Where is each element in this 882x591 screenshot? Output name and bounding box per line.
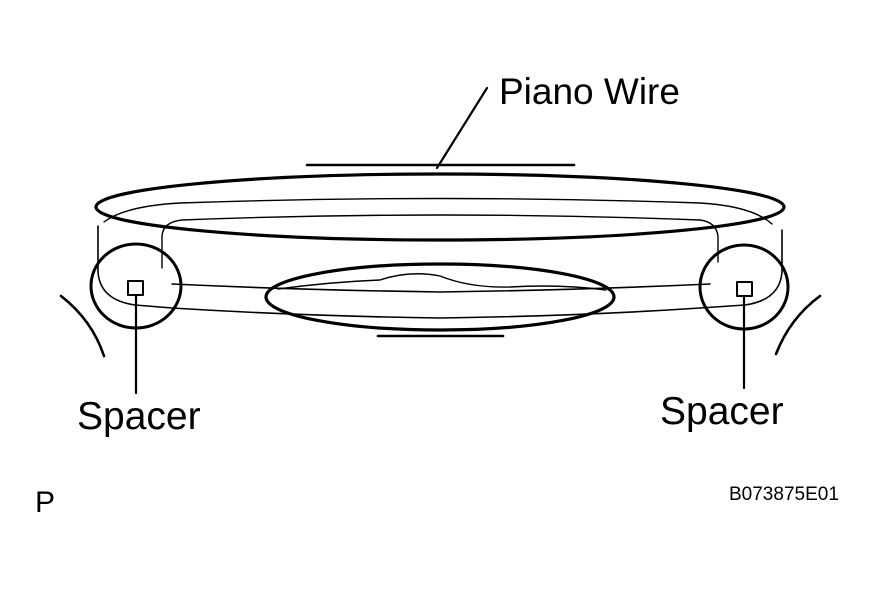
bottom-loop-inner-curve — [277, 273, 607, 291]
piano-wire-bottom-loop — [264, 262, 616, 332]
piano-wire-leader — [435, 86, 489, 170]
spacer-left-square — [127, 280, 144, 296]
wire-right-arc — [774, 294, 822, 356]
glass-bottom-edge — [171, 283, 711, 293]
spacer-right-square — [736, 281, 753, 297]
spacer-left-label: Spacer — [77, 395, 201, 438]
spacer-right-label: Spacer — [660, 390, 784, 433]
glass-inner-top-line — [103, 197, 773, 225]
piano-wire-label: Piano Wire — [499, 71, 680, 112]
piano-wire-top-loop — [94, 172, 786, 242]
view-letter-label: P — [35, 486, 56, 519]
glass-inner-frame — [161, 214, 719, 269]
wire-left-arc — [59, 294, 106, 358]
figure-code-label: B073875E01 — [729, 484, 839, 505]
